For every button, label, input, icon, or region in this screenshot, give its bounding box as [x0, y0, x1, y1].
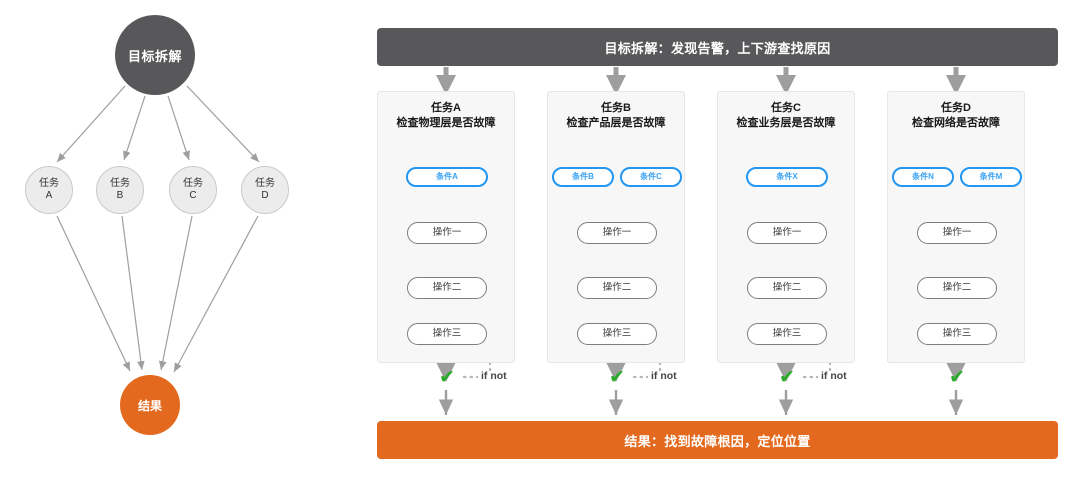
task-column-d: 任务D 检查网络是否故障 条件N 条件M 操作一 操作二 操作三 [887, 91, 1025, 363]
operation-pill-a3-label: 操作三 [432, 328, 462, 340]
node-task-a[interactable]: 任务 A [25, 166, 73, 214]
task-column-b-title: 任务B 检查产品层是否故障 [548, 101, 684, 131]
task-d-line1: 任务 [255, 178, 275, 189]
check-icon-a: ✔ [439, 367, 455, 388]
left-goal-decomposition-diagram: 目标拆解 任务 A 任务 B 任务 C 任务 D [0, 0, 360, 478]
task-column-c-title: 任务C 检查业务层是否故障 [718, 101, 854, 131]
operation-pill-b3[interactable]: 操作三 [577, 323, 657, 345]
flow-result-label: 结果：找到故障根因，定位位置 [624, 433, 811, 449]
task-b-line2: B [116, 190, 124, 201]
node-task-d[interactable]: 任务 D [241, 166, 289, 214]
node-task-d-label: 任务 D [255, 178, 275, 202]
node-task-c[interactable]: 任务 C [169, 166, 217, 214]
node-result[interactable]: 结果 [120, 375, 180, 435]
column-c-title-line1: 任务C [771, 102, 801, 114]
check-icon-c: ✔ [779, 367, 795, 388]
condition-pill-d2[interactable]: 条件M [960, 167, 1022, 187]
condition-pill-a1[interactable]: 条件A [406, 167, 488, 187]
operation-pill-c3[interactable]: 操作三 [747, 323, 827, 345]
operation-pill-d3[interactable]: 操作三 [917, 323, 997, 345]
operation-pill-c3-label: 操作三 [772, 328, 802, 340]
condition-pill-c1[interactable]: 条件X [746, 167, 828, 187]
operation-pill-d1[interactable]: 操作一 [917, 222, 997, 244]
column-a-title-line2: 检查物理层是否故障 [396, 117, 496, 129]
task-column-a: 任务A 检查物理层是否故障 条件A 操作一 操作二 操作三 [377, 91, 515, 363]
operation-pill-b1[interactable]: 操作一 [577, 222, 657, 244]
if-not-label-ab: if not [478, 371, 510, 382]
node-goal[interactable]: 目标拆解 [115, 15, 195, 95]
flow-result-bar: 结果：找到故障根因，定位位置 [377, 421, 1058, 459]
node-task-b[interactable]: 任务 B [96, 166, 144, 214]
operation-pill-b2[interactable]: 操作二 [577, 277, 657, 299]
column-b-title-line2: 检查产品层是否故障 [566, 117, 666, 129]
task-column-a-title: 任务A 检查物理层是否故障 [378, 101, 514, 131]
node-result-label: 结果 [137, 398, 162, 413]
condition-pill-b2[interactable]: 条件C [620, 167, 682, 187]
task-a-line1: 任务 [39, 178, 59, 189]
operation-pill-a1[interactable]: 操作一 [407, 222, 487, 244]
task-a-line2: A [45, 190, 53, 201]
task-b-line1: 任务 [110, 178, 130, 189]
operation-pill-d2[interactable]: 操作二 [917, 277, 997, 299]
operation-pill-c2[interactable]: 操作二 [747, 277, 827, 299]
node-task-c-label: 任务 C [183, 178, 203, 202]
task-column-d-title: 任务D 检查网络是否故障 [888, 101, 1024, 131]
operation-pill-b3-label: 操作三 [602, 328, 632, 340]
if-not-label-bc: if not [648, 371, 680, 382]
operation-pill-c1-label: 操作一 [772, 227, 802, 239]
operation-pill-d3-label: 操作三 [942, 328, 972, 340]
task-column-c: 任务C 检查业务层是否故障 条件X 操作一 操作二 操作三 [717, 91, 855, 363]
condition-pill-d1[interactable]: 条件N [892, 167, 954, 187]
check-icon-d: ✔ [949, 367, 965, 388]
operation-pill-b1-label: 操作一 [602, 227, 632, 239]
column-a-title-line1: 任务A [431, 102, 461, 114]
condition-pill-d2-label: 条件M [979, 172, 1003, 181]
column-d-title-line2: 检查网络是否故障 [912, 117, 1000, 129]
task-d-line2: D [261, 190, 269, 201]
operation-pill-b2-label: 操作二 [602, 282, 632, 294]
condition-pill-d1-label: 条件N [912, 172, 934, 181]
flow-header-bar: 目标拆解：发现告警，上下游查找原因 [377, 28, 1058, 66]
operation-pill-d2-label: 操作二 [942, 282, 972, 294]
column-d-title-line1: 任务D [941, 102, 971, 114]
column-b-title-line1: 任务B [601, 102, 631, 114]
node-task-b-label: 任务 B [110, 178, 130, 202]
right-troubleshooting-flow: 目标拆解：发现告警，上下游查找原因 任务A 检查物理层是否故障 条件A 操作一 … [360, 0, 1080, 478]
operation-pill-a1-label: 操作一 [432, 227, 462, 239]
node-goal-label: 目标拆解 [127, 48, 182, 64]
task-column-b: 任务B 检查产品层是否故障 条件B 条件C 操作一 操作二 操作三 [547, 91, 685, 363]
operation-pill-d1-label: 操作一 [942, 227, 972, 239]
node-task-a-label: 任务 A [39, 178, 59, 202]
condition-pill-a1-label: 条件A [436, 172, 458, 181]
operation-pill-c2-label: 操作二 [772, 282, 802, 294]
condition-pill-c1-label: 条件X [776, 172, 798, 181]
if-not-label-cd: if not [818, 371, 850, 382]
condition-pill-b1[interactable]: 条件B [552, 167, 614, 187]
flow-header-label: 目标拆解：发现告警，上下游查找原因 [604, 40, 831, 56]
operation-pill-a3[interactable]: 操作三 [407, 323, 487, 345]
operation-pill-c1[interactable]: 操作一 [747, 222, 827, 244]
condition-pill-b1-label: 条件B [572, 172, 594, 181]
task-c-line1: 任务 [183, 178, 203, 189]
column-c-title-line2: 检查业务层是否故障 [736, 117, 836, 129]
operation-pill-a2-label: 操作二 [432, 282, 462, 294]
condition-pill-b2-label: 条件C [640, 172, 662, 181]
left-diagram-connectors [56, 85, 260, 373]
check-icon-b: ✔ [609, 367, 625, 388]
operation-pill-a2[interactable]: 操作二 [407, 277, 487, 299]
task-c-line2: C [189, 190, 197, 201]
